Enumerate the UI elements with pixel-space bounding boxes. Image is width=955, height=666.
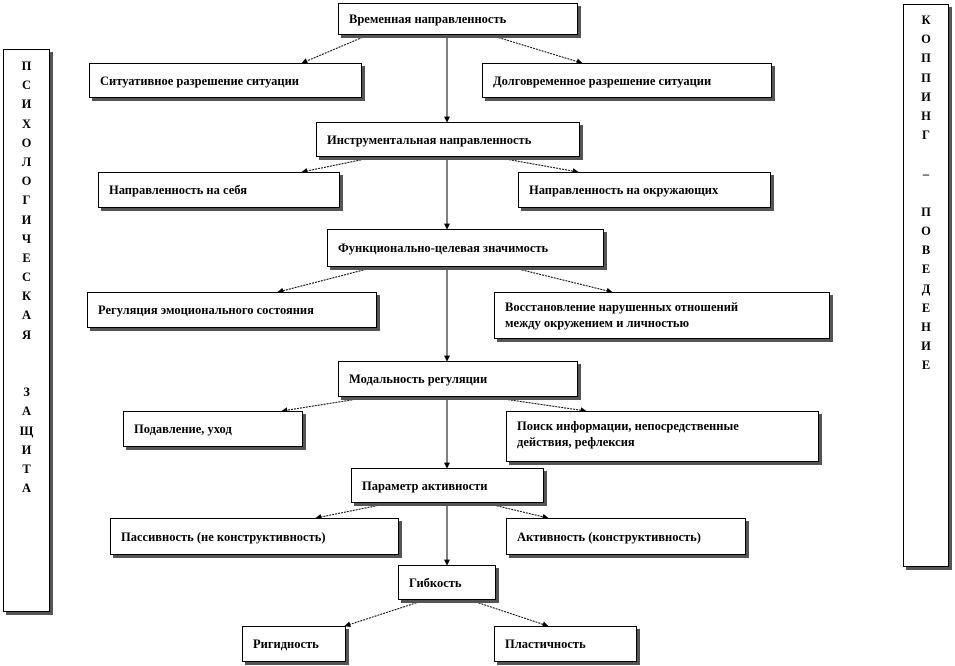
coping-behavior-letter: П	[921, 70, 931, 85]
coping-behavior-letter: Г	[922, 128, 930, 143]
coping-behavior-letter: –	[922, 166, 930, 181]
coping-behavior-letter: В	[921, 243, 931, 258]
node-search: Поиск информации, непосредственные дейст…	[506, 411, 819, 462]
node-restore-line1: Восстановление нарушенных отношений	[505, 300, 739, 314]
node-active: Активность (конструктивность)	[506, 518, 746, 555]
node-restore-line2: между окружением и личностью	[505, 316, 690, 330]
psych-defense-letter: Т	[22, 461, 31, 476]
psych-defense-letter: С	[21, 270, 32, 285]
arrow-to-longterm	[489, 34, 583, 65]
coping-behavior-letter: П	[921, 51, 931, 66]
psych-defense-letter: Ч	[21, 231, 32, 246]
coping-behavior-letter: Е	[921, 300, 931, 315]
arrow-to-search	[489, 396, 587, 414]
arrow-to-plasticity	[469, 599, 549, 628]
coping-behavior-letter: Е	[921, 262, 931, 277]
psych-defense-letter: Щ	[19, 423, 34, 438]
psych-defense-letter: И	[21, 212, 32, 227]
psych-defense-letter	[4, 345, 49, 364]
node-search-line2: действия, рефлексия	[517, 435, 635, 449]
coping-behavior-letter: Е	[921, 358, 931, 373]
arrow-to-others	[499, 157, 579, 174]
psych-defense-letter: З	[23, 385, 30, 400]
node-instrumental: Инструментальная направленность	[316, 122, 580, 157]
arrow-to-rigidity	[344, 599, 426, 628]
node-search-line1: Поиск информации, непосредственные	[517, 419, 739, 433]
node-functional: Функционально-целевая значимость	[327, 229, 604, 267]
node-passive: Пассивность (не конструктивность)	[110, 518, 399, 555]
arrow-to-restore	[509, 266, 613, 294]
psych-defense-letter: И	[21, 97, 32, 112]
arrow-to-passive	[315, 502, 391, 520]
arrow-to-active	[484, 502, 549, 520]
arrow-to-emotional	[277, 266, 376, 294]
psych-defense-letter: Е	[22, 250, 31, 265]
psych-defense-letter: Х	[21, 116, 32, 131]
node-self: Направленность на себя	[98, 172, 340, 208]
coping-behavior-letter: И	[921, 339, 931, 354]
psych-defense-letter: А	[21, 308, 32, 323]
psych-defense-letter: П	[21, 59, 32, 73]
psych-defense-letter: А	[21, 404, 32, 419]
psych-defense-letter: Я	[21, 327, 32, 342]
psych-defense-letter: С	[21, 78, 32, 93]
coping-behavior-letter: П	[921, 204, 931, 219]
node-modality: Модальность регуляции	[338, 361, 578, 397]
psych-defense-letter: О	[21, 135, 32, 150]
node-flexibility: Гибкость	[398, 565, 496, 600]
node-plasticity: Пластичность	[494, 626, 637, 662]
arrow-to-self	[301, 157, 371, 174]
node-activity-param: Параметр активности	[351, 468, 544, 503]
psych-defense-letter: К	[21, 289, 32, 304]
coping-behavior-letter: О	[921, 32, 931, 47]
node-situational: Ситуативное разрешение ситуации	[89, 63, 362, 98]
coping-behavior-letter: И	[921, 89, 931, 104]
node-longterm: Долговременное разрешение ситуации	[482, 63, 772, 98]
coping-behavior-letter	[904, 184, 948, 203]
node-temporal: Временная направленность	[338, 3, 578, 35]
psych-defense-letter: И	[21, 442, 32, 457]
psych-defense-letter: Г	[22, 193, 31, 208]
coping-behavior-letter	[904, 145, 948, 164]
node-emotional: Регуляция эмоционального состояния	[87, 292, 377, 328]
coping-behavior-letter: Н	[921, 108, 931, 123]
psych-defense-letter: О	[21, 174, 32, 189]
node-others: Направленность на окружающих	[518, 172, 771, 208]
node-suppression: Подавление, уход	[123, 411, 303, 447]
node-restore: Восстановление нарушенных отношений межд…	[494, 292, 830, 339]
arrow-to-situational	[301, 34, 369, 64]
coping-behavior-letter: Н	[921, 320, 931, 334]
arrow-to-suppression	[281, 396, 371, 414]
psych-defense-letter	[4, 364, 49, 383]
psych-defense-letter: А	[21, 481, 32, 496]
psych-defense-letter: Л	[21, 154, 32, 169]
coping-behavior-letter: О	[921, 224, 931, 239]
coping-behavior-letter: Д	[921, 281, 931, 296]
node-rigidity: Ригидность	[242, 626, 346, 662]
coping-behavior-letter: К	[921, 13, 931, 27]
